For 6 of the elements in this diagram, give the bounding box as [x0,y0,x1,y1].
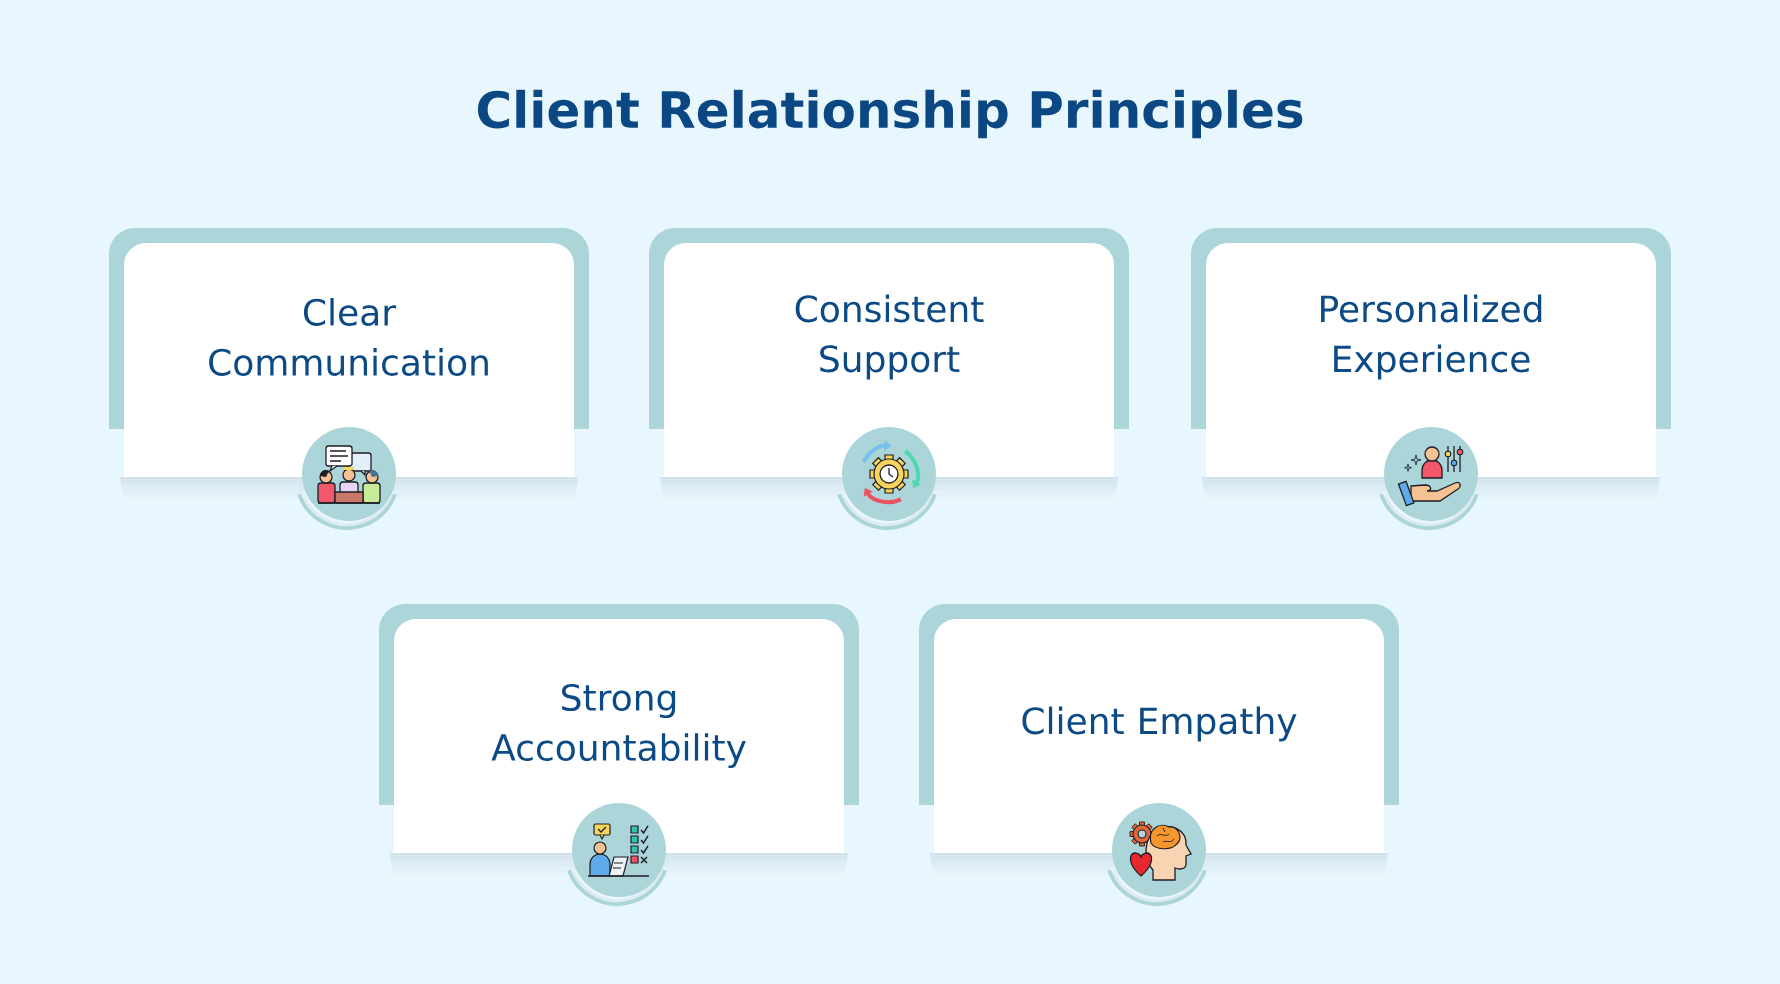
card: Strong Accountability [379,604,859,877]
card: Personalized Experience [1191,228,1671,501]
card: Clear Communication [109,228,589,501]
title: Client Relationship Principles [477,89,1303,139]
card: Consistent Support [649,228,1129,501]
card: Client Empathy [919,604,1399,877]
